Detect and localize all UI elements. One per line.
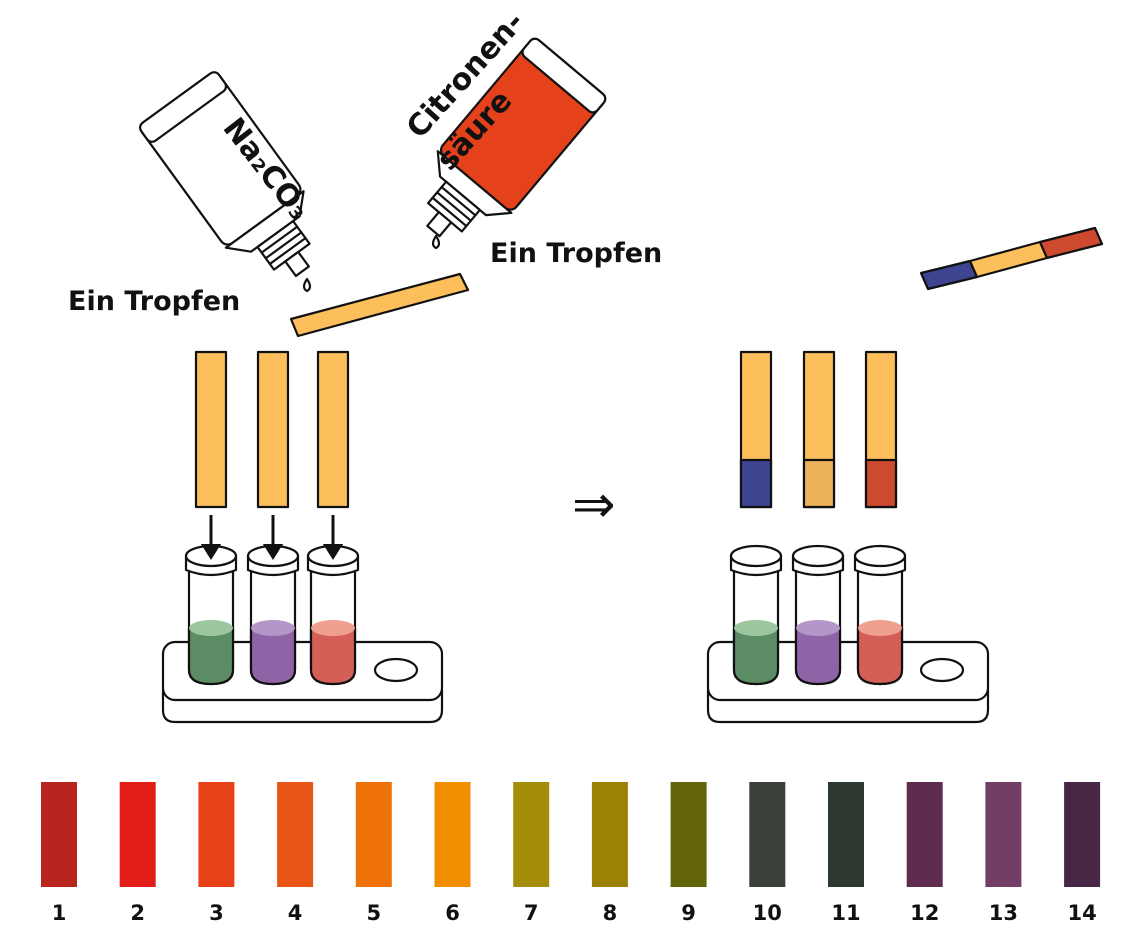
ph-swatch-13 — [985, 782, 1022, 887]
test-strip — [316, 350, 350, 509]
test-tube-green — [729, 544, 783, 686]
ph-swatch-10 — [749, 782, 786, 887]
test-tube-purple — [246, 544, 300, 686]
ph-swatch-3 — [198, 782, 235, 887]
test-strip-tilted — [289, 272, 470, 338]
ph-swatch-11 — [828, 782, 864, 887]
ph-swatch-8 — [591, 782, 628, 887]
ph-value-label: 14 — [1067, 901, 1096, 925]
ph-swatch-4 — [277, 782, 314, 887]
ph-value-label: 4 — [288, 901, 303, 925]
ph-swatch-6 — [434, 782, 471, 887]
test-strip — [256, 350, 290, 509]
citric-acid-bottle — [426, 37, 607, 238]
drop-label-left: Ein Tropfen — [68, 286, 240, 317]
drop-right — [431, 234, 441, 250]
test-tube-green — [184, 544, 238, 686]
test-strip — [194, 350, 228, 509]
ph-swatch-1 — [41, 782, 77, 887]
ph-swatch-2 — [119, 782, 156, 887]
ph-value-label: 1 — [52, 901, 67, 925]
result-strips — [739, 350, 898, 509]
ph-value-label: 3 — [209, 901, 224, 925]
ph-swatch-7 — [513, 782, 550, 887]
ph-value-label: 2 — [130, 901, 145, 925]
ph-value-label: 11 — [831, 901, 860, 925]
ph-value-label: 10 — [753, 901, 782, 925]
ph-value-label: 8 — [603, 901, 618, 925]
ph-swatch-9 — [670, 782, 707, 887]
drop-label-right: Ein Tropfen — [490, 238, 662, 269]
test-tube-purple — [791, 544, 845, 686]
sodium-carbonate-bottle — [139, 71, 311, 278]
ph-value-label: 13 — [989, 901, 1018, 925]
ph-swatch-14 — [1064, 782, 1101, 887]
tube-rack-left — [161, 544, 444, 724]
ph-swatch-5 — [355, 782, 392, 887]
ph-value-label: 6 — [445, 901, 460, 925]
test-tube-red — [853, 544, 907, 686]
ph-value-label: 9 — [681, 901, 696, 925]
ph-value-label: 12 — [910, 901, 939, 925]
empty-slot — [373, 657, 419, 683]
ph-swatch-12 — [906, 782, 943, 887]
empty-slot — [919, 657, 965, 683]
ph-value-label: 5 — [366, 901, 381, 925]
tube-rack-right — [706, 544, 990, 724]
left-strips — [194, 350, 350, 509]
test-tube-red — [306, 544, 360, 686]
ph-value-label: 7 — [524, 901, 539, 925]
implies-arrow-icon: ⇒ — [572, 475, 616, 535]
tilted-result-strip — [919, 226, 1104, 291]
drop-left — [302, 277, 312, 293]
